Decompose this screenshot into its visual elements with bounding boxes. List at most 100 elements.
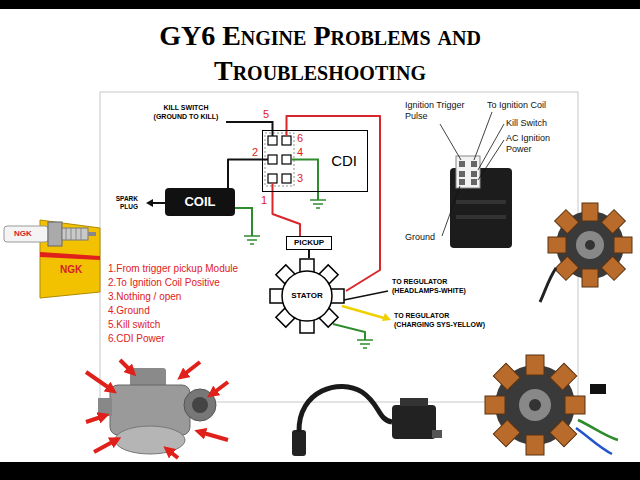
- cdi-pin-housing: [268, 155, 277, 164]
- spark-plug-photo: [4, 226, 48, 242]
- ignition-coil-photo: [299, 386, 392, 432]
- carburetor-arrow: [86, 372, 112, 390]
- arrowheads: [382, 313, 391, 321]
- cdi-unit-photo: [459, 161, 465, 167]
- stator-photo: [548, 203, 632, 287]
- spark-plug-photo: [62, 228, 88, 240]
- cdi-pin-housing: [265, 133, 294, 186]
- stator-photo-wires: [590, 384, 606, 394]
- stator-photo: [601, 210, 625, 234]
- pin-number: 5: [263, 108, 269, 120]
- stator-photo: [555, 256, 579, 280]
- ignition-coil-photo: [292, 430, 306, 456]
- ground-symbol: [247, 239, 257, 241]
- cdi-pin-housing: [282, 155, 291, 164]
- cdi-unit-photo: [471, 161, 477, 167]
- pin-callout: To Ignition Coil: [487, 100, 546, 111]
- ground-symbol: [250, 243, 254, 245]
- carburetor-arrow: [86, 416, 104, 422]
- stator-photo: [565, 396, 585, 414]
- spark-plug-photo: [88, 232, 96, 236]
- cdi-unit-photo: [459, 171, 465, 177]
- cdi-pin-housing: [268, 136, 277, 145]
- spark-plug-photo: [40, 252, 100, 260]
- ground-symbol: [316, 207, 320, 209]
- spark-plug-photo: [48, 222, 62, 246]
- wire-stubs: [344, 291, 388, 300]
- wire-stubs: [226, 122, 273, 136]
- leader-line: [478, 124, 504, 170]
- wire-stubs: [342, 306, 384, 318]
- node-text: PICKUP: [294, 239, 324, 248]
- pin-legend-item: 4.Ground: [108, 304, 150, 317]
- ground-symbol: [363, 347, 367, 349]
- pin-number: 1: [261, 194, 267, 206]
- carburetor-arrow: [86, 360, 228, 458]
- ground-symbol: [357, 339, 373, 341]
- stator-photo: [526, 355, 544, 375]
- carburetor-arrow: [168, 450, 178, 458]
- leader-line: [440, 112, 504, 236]
- wire-stubs: [152, 122, 388, 340]
- pin-legend-item: 2.To Ignition Coil Positive: [108, 276, 220, 289]
- wire-label: TO REGULATOR (CHARGING SYS-YELLOW): [394, 311, 488, 329]
- stator-photo: [550, 420, 577, 447]
- carburetor-photo: [184, 389, 216, 421]
- carburetor-arrow: [120, 360, 132, 372]
- pin-number: 6: [297, 132, 303, 144]
- stator-photo: [585, 240, 595, 250]
- cdi-box: CDI: [262, 130, 368, 192]
- leader-line: [478, 140, 504, 180]
- pin-callout: Kill Switch: [506, 118, 547, 129]
- cdi-unit-photo: [456, 156, 480, 188]
- bottom-bar: [0, 462, 640, 480]
- ground-symbol: [244, 200, 373, 348]
- pin-callout: AC Ignition Power: [506, 133, 564, 155]
- node-text: STATOR: [291, 292, 323, 301]
- pin-legend-item: 6.CDI Power: [108, 332, 165, 345]
- stator-photo: [485, 355, 585, 455]
- ground-symbol: [310, 199, 326, 201]
- page-title: GY6 Engine Problems and Troubleshooting: [90, 18, 550, 88]
- ground-symbol: [244, 235, 260, 237]
- cdi-pin-housing: [268, 174, 277, 183]
- diagram-panel: [100, 92, 578, 402]
- stator-photo: [601, 256, 625, 280]
- wire-label: SPARK PLUG: [108, 195, 138, 211]
- pin-legend-item: 1.From trigger pickup Module: [108, 262, 238, 275]
- stator-photo-wires: [576, 384, 618, 454]
- wire-connector: [287, 116, 381, 291]
- cdi-unit-photo: [471, 171, 477, 177]
- stator-photo: [529, 399, 541, 411]
- pin-legend-item: 3.Nothing / open: [108, 290, 181, 303]
- pin-legend-item: 5.Kill switch: [108, 318, 160, 331]
- wire-stubs: [291, 160, 318, 201]
- ground-symbol: [313, 203, 323, 205]
- brand-mark: NGK: [14, 229, 32, 238]
- carburetor-arrow: [212, 382, 228, 394]
- cdi-unit-photo: [456, 215, 506, 219]
- stator-photo-wires: [578, 420, 618, 440]
- ignition-coil-photo: [432, 430, 442, 438]
- spark-plug-photo: [66, 228, 81, 240]
- cdi-unit-photo: [456, 200, 506, 204]
- stator-photo: [493, 420, 520, 447]
- wire-stubs: [152, 202, 165, 204]
- cdi-unit-photo: [450, 156, 512, 248]
- carburetor-photo: [115, 426, 185, 454]
- stator-photo-wires: [576, 428, 612, 454]
- wire-label: TO REGULATOR (HEADLAMPS-WHITE): [392, 277, 486, 295]
- pickup-box: PICKUP: [286, 236, 332, 250]
- wire-connector: [228, 160, 262, 189]
- cdi-unit-photo: [471, 179, 477, 185]
- pin-number: 3: [297, 172, 303, 184]
- cdi-unit-photo: [459, 179, 465, 185]
- pin-callout: Ground: [405, 232, 435, 243]
- stator-photo: [519, 389, 551, 421]
- ignition-coil-photo: [392, 405, 436, 439]
- stator-photo: [548, 237, 566, 253]
- node-text: CDI: [331, 153, 357, 170]
- stator-photo: [614, 237, 632, 253]
